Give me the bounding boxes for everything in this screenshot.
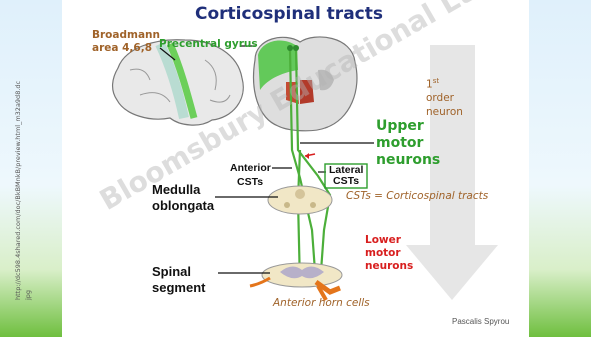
upper-motor-label-line2: motor [376, 136, 423, 151]
anterior-csts-label-line2: CSTs [237, 177, 263, 188]
first-order-label-line2: order [426, 93, 454, 104]
medulla-drawing [268, 186, 332, 214]
spinal-segment-label-line2: segment [152, 281, 205, 295]
anterior-csts-label-line1: Anterior [230, 163, 271, 174]
lower-motor-label-line1: Lower [365, 235, 401, 246]
spinal-segment-label-line1: Spinal [152, 265, 191, 279]
first-order-label-line3: neuron [426, 107, 463, 118]
lower-motor-label-line3: neurons [365, 261, 413, 272]
upper-motor-label-line1: Upper [376, 119, 424, 134]
medulla-label-line2: oblongata [152, 199, 214, 213]
side-ext-text: jpg [24, 290, 32, 300]
broadmann-label-line2: area 4,6,8 [92, 43, 152, 54]
spinal-segment-drawing [250, 263, 342, 300]
slide-title: Corticospinal tracts [195, 6, 383, 24]
side-url-text: http://dc598.4shared.com/doc/BkBMnkB/pre… [14, 81, 22, 300]
broadmann-label-line1: Broadmann [92, 30, 160, 41]
first-order-label-line1: 1st [426, 78, 439, 91]
down-arrow-shape [406, 45, 498, 300]
first-order-number: 1 [426, 79, 433, 91]
first-order-suffix: st [433, 77, 439, 85]
lateral-csts-label-line2: CSTs [333, 176, 359, 187]
precentral-gyrus-label: Precentral gyrus [159, 39, 258, 50]
lower-motor-label-line2: motor [365, 248, 401, 259]
author-credit: Pascalis Spyrou [452, 318, 509, 326]
cst-abbreviation-note: CSTs = Corticospinal tracts [346, 191, 488, 202]
anterior-horn-label: Anterior horn cells [273, 298, 370, 309]
upper-motor-label-line3: neurons [376, 153, 440, 168]
medulla-label-line1: Medulla [152, 183, 200, 197]
